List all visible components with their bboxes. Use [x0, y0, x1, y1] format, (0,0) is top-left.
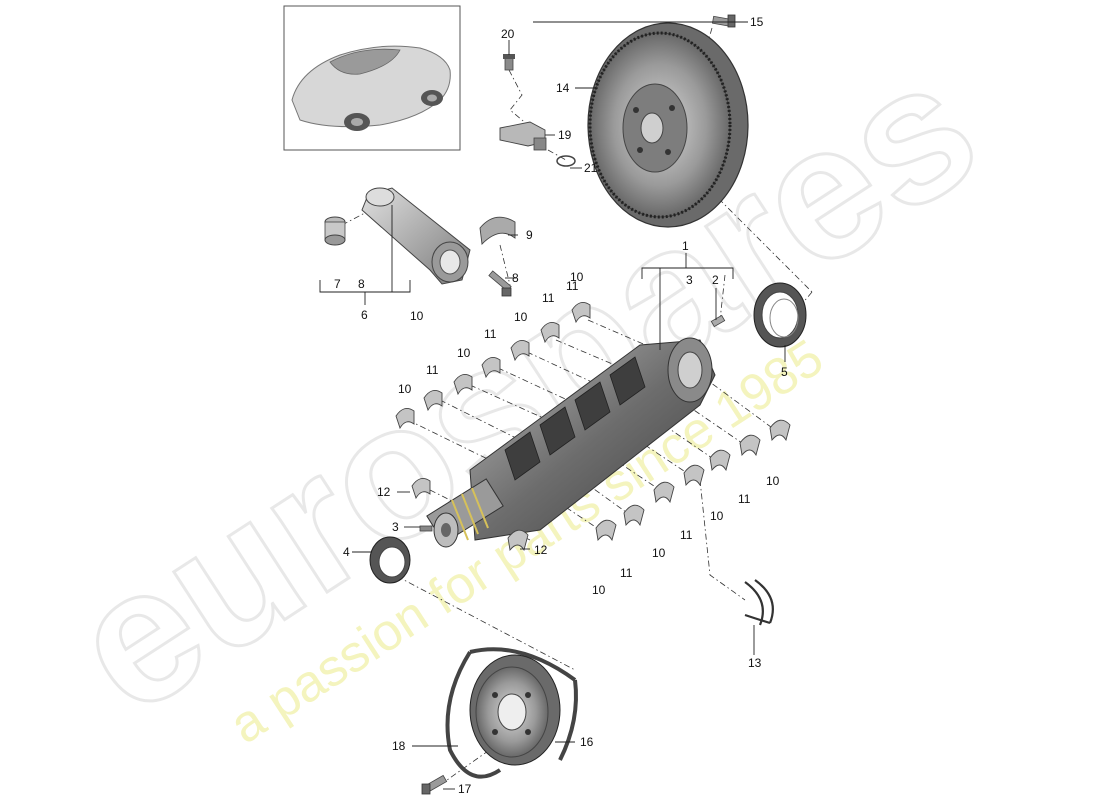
sensor-bolt[interactable] — [503, 54, 515, 71]
callout-2: 2 — [712, 273, 719, 287]
callout-10-a: 10 — [570, 270, 584, 284]
rod-bearing-shell[interactable] — [479, 216, 516, 245]
callout-10-c: 10 — [457, 346, 471, 360]
crankshaft[interactable] — [426, 337, 716, 548]
callout-18: 18 — [392, 739, 406, 753]
callout-11-b: 11 — [484, 327, 497, 341]
small-end-bushing[interactable] — [324, 216, 346, 246]
callout-10-h: 10 — [592, 583, 606, 597]
callout-11-f: 11 — [620, 566, 633, 580]
callout-14: 14 — [556, 81, 570, 95]
flywheel[interactable] — [587, 22, 749, 228]
callout-11-e: 11 — [680, 528, 693, 542]
callout-3: 3 — [686, 273, 693, 287]
callout-10-f: 10 — [710, 509, 724, 523]
callout-13: 13 — [748, 656, 762, 670]
callout-7: 7 — [334, 277, 341, 291]
thrust-washers[interactable] — [744, 579, 774, 626]
vibration-damper-pulley[interactable] — [469, 654, 561, 766]
callout-10-b: 10 — [514, 310, 528, 324]
callout-17: 17 — [458, 782, 472, 796]
front-seal[interactable] — [369, 536, 411, 584]
callout-11-a: 11 — [542, 291, 555, 305]
callout-8-rod: 8 — [358, 277, 365, 291]
crank-key[interactable] — [419, 525, 433, 532]
rod-bolt[interactable] — [488, 270, 512, 297]
callout-12-b: 12 — [534, 543, 548, 557]
o-ring[interactable] — [556, 155, 576, 167]
callout-4: 4 — [343, 545, 350, 559]
callout-5: 5 — [781, 365, 788, 379]
callout-19: 19 — [558, 128, 572, 142]
callout-1: 1 — [682, 239, 689, 253]
callout-21: 21 — [584, 161, 598, 175]
callout-15: 15 — [750, 15, 764, 29]
connecting-rod[interactable] — [361, 187, 471, 285]
dowel-pin[interactable] — [710, 314, 726, 328]
callout-6: 6 — [361, 308, 368, 322]
drive-belt[interactable] — [445, 647, 578, 779]
callout-10-d: 10 — [398, 382, 412, 396]
flywheel-bolt[interactable] — [711, 14, 736, 28]
callout-3-key: 3 — [392, 520, 399, 534]
callout-10-g: 10 — [652, 546, 666, 560]
leader-lines — [319, 21, 786, 790]
pulley-bolt[interactable] — [421, 774, 448, 795]
callout-11-c: 11 — [426, 363, 439, 377]
callout-labels: 1 2 3 3 4 5 6 7 8 8 9 10 10 10 10 10 10 … — [334, 15, 788, 796]
rear-main-seal[interactable] — [753, 282, 807, 348]
callout-11-g: 11 — [566, 279, 579, 293]
callout-11-d: 11 — [738, 492, 751, 506]
vehicle-thumbnail — [283, 5, 461, 151]
callout-8-bolt: 8 — [512, 271, 519, 285]
main-bearing-shells-lower[interactable] — [507, 419, 791, 552]
callout-10-i: 10 — [410, 309, 424, 323]
callout-20: 20 — [501, 27, 515, 41]
speed-sensor[interactable] — [499, 121, 547, 151]
callout-16: 16 — [580, 735, 594, 749]
callout-9: 9 — [526, 228, 533, 242]
callout-10-e: 10 — [766, 474, 780, 488]
main-bearing-shells-upper[interactable] — [395, 301, 591, 500]
callout-12-a: 12 — [377, 485, 391, 499]
